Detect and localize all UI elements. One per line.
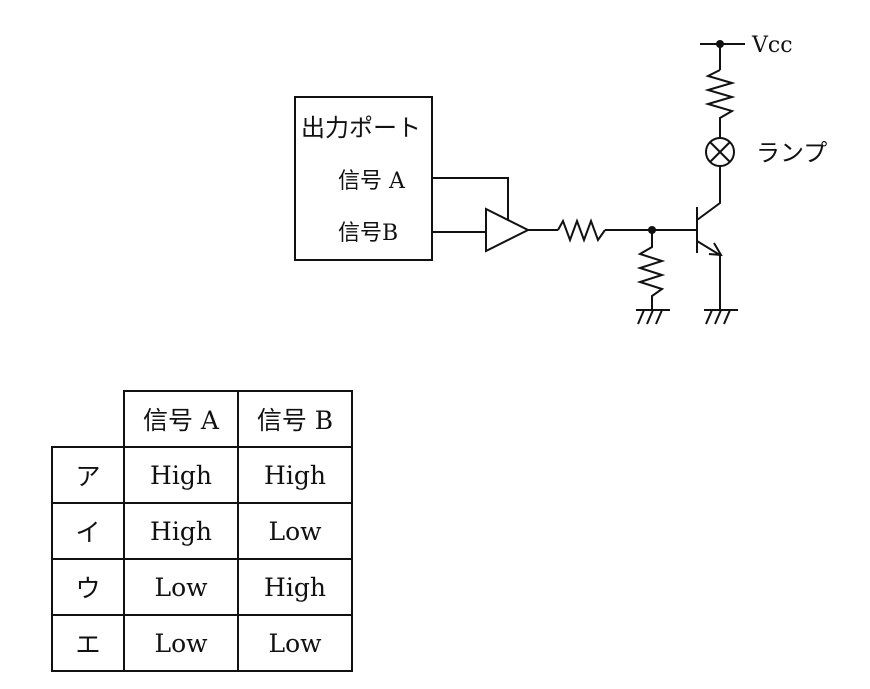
base-resistor — [557, 218, 606, 243]
cell-signal-b: High — [237, 558, 353, 616]
cell-signal-a: High — [123, 502, 239, 560]
cell-signal-b: Low — [237, 502, 353, 560]
pulldown-resistor — [636, 230, 666, 310]
column-header-a: 信号 A — [123, 390, 239, 448]
junction-dot-base — [648, 226, 656, 234]
circuit-diagram: 出力ポート 信号 A 信号B Vcc ランプ — [294, 33, 827, 325]
cell-signal-a: High — [123, 446, 239, 504]
table-row: エ Low Low — [51, 614, 353, 672]
column-header-b: 信号 B — [237, 390, 353, 448]
transistor-collector — [696, 165, 721, 221]
lamp-label: ランプ — [756, 139, 827, 167]
signal-a-label: 信号 A — [338, 169, 406, 194]
row-label: エ — [51, 614, 125, 672]
junction-dot-vcc — [716, 40, 724, 48]
table-corner — [52, 391, 125, 448]
buffer-gate — [485, 207, 531, 253]
vcc-label: Vcc — [751, 33, 793, 58]
row-label: イ — [51, 502, 125, 560]
truth-table: 信号 A 信号 B ア High High イ High Low ウ Low H… — [51, 390, 353, 672]
lamp-resistor — [704, 69, 736, 138]
ground-symbol-left — [636, 309, 670, 325]
row-label: ア — [51, 446, 125, 504]
table-row: ウ Low High — [51, 558, 353, 616]
transistor-emitter — [696, 240, 721, 310]
lamp-circle — [705, 137, 735, 167]
signal-a-wire — [432, 177, 509, 220]
table-row: イ High Low — [51, 502, 353, 560]
cell-signal-a: Low — [123, 614, 239, 672]
cell-signal-b: Low — [237, 614, 353, 672]
cell-signal-b: High — [237, 446, 353, 504]
table-header-row: 信号 A 信号 B — [52, 390, 353, 448]
table-row: ア High High — [51, 446, 353, 504]
cell-signal-a: Low — [123, 558, 239, 616]
row-label: ウ — [51, 558, 125, 616]
signal-b-label: 信号B — [338, 221, 398, 246]
port-title: 出力ポート — [301, 114, 421, 142]
ground-symbol-right — [704, 309, 738, 325]
emitter-arrow — [708, 242, 723, 257]
